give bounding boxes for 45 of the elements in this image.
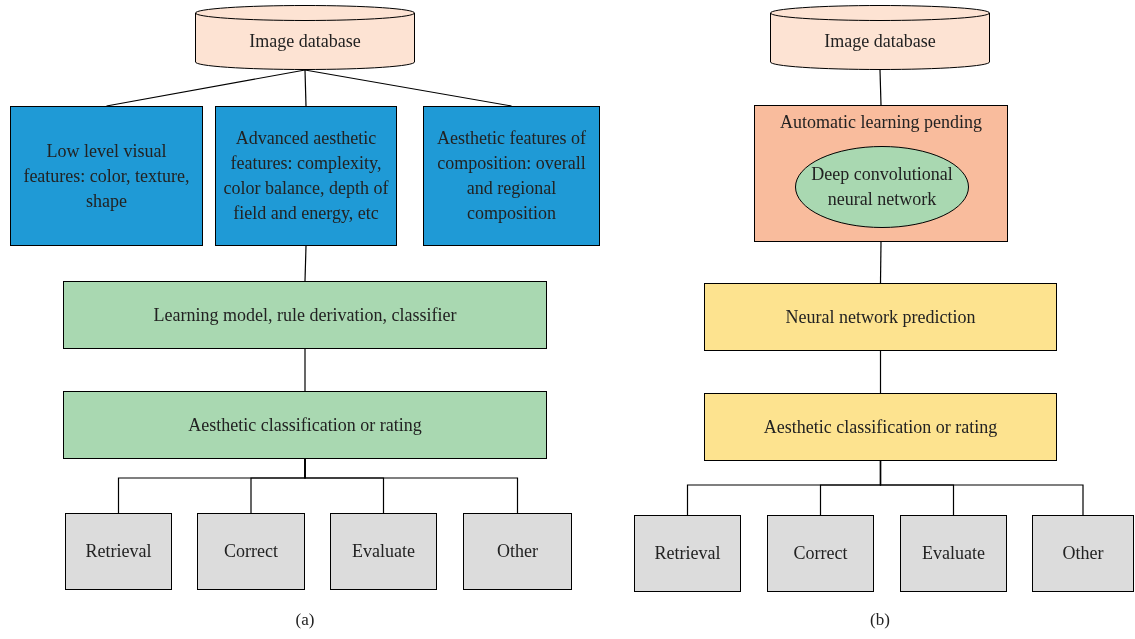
process-box [704,393,1057,461]
node-text: Other [497,540,538,563]
output-box [767,515,874,592]
output-box [65,513,172,590]
connector-line [304,348,306,392]
container-heading: Automatic learning pending [779,111,983,134]
node-text: Image database [249,30,361,53]
output-box [900,515,1007,592]
node-text: Low level visual features: color, texture, shape [22,139,191,213]
node-text: Retrieval [85,540,152,563]
process-box [63,391,547,459]
node-text: Correct [793,542,848,565]
connector-line [879,350,882,394]
connector-line [879,460,1084,516]
panel-label: (a) [295,609,315,632]
connector-line [304,245,307,282]
output-box [634,515,741,592]
node-text: Deep convolutional neural network [811,163,953,211]
panel-label: (b) [870,609,890,632]
container-box [754,105,1008,242]
node-text: Aesthetic classification or rating [188,413,422,437]
process-box [63,281,547,349]
connector-line [304,458,519,514]
node-text: Other [1062,542,1104,565]
node-text: Learning model, rule derivation, classifier [153,303,457,327]
node-text: Aesthetic features of composition: overall and regional composition [436,127,587,225]
feature-box [215,106,397,246]
node-text: Advanced aesthetic features: complexity, color balance, depth of field and energy, etc [222,127,390,225]
node-text: Neural network prediction [785,305,976,329]
output-box [330,513,437,590]
node-text: Evaluate [922,542,985,565]
feature-box [423,106,600,246]
output-box [1032,515,1134,592]
node-text: Image database [824,30,936,53]
node-text: Retrieval [654,542,721,565]
node-text: Correct [224,540,278,563]
connector-line [879,69,882,106]
node-text: Aesthetic classification or rating [763,415,998,439]
node-text: Evaluate [352,540,415,563]
connector-line [879,241,882,284]
connector-line [304,69,307,107]
process-box [704,283,1057,351]
feature-box [10,106,203,246]
output-box [463,513,572,590]
output-box [197,513,305,590]
